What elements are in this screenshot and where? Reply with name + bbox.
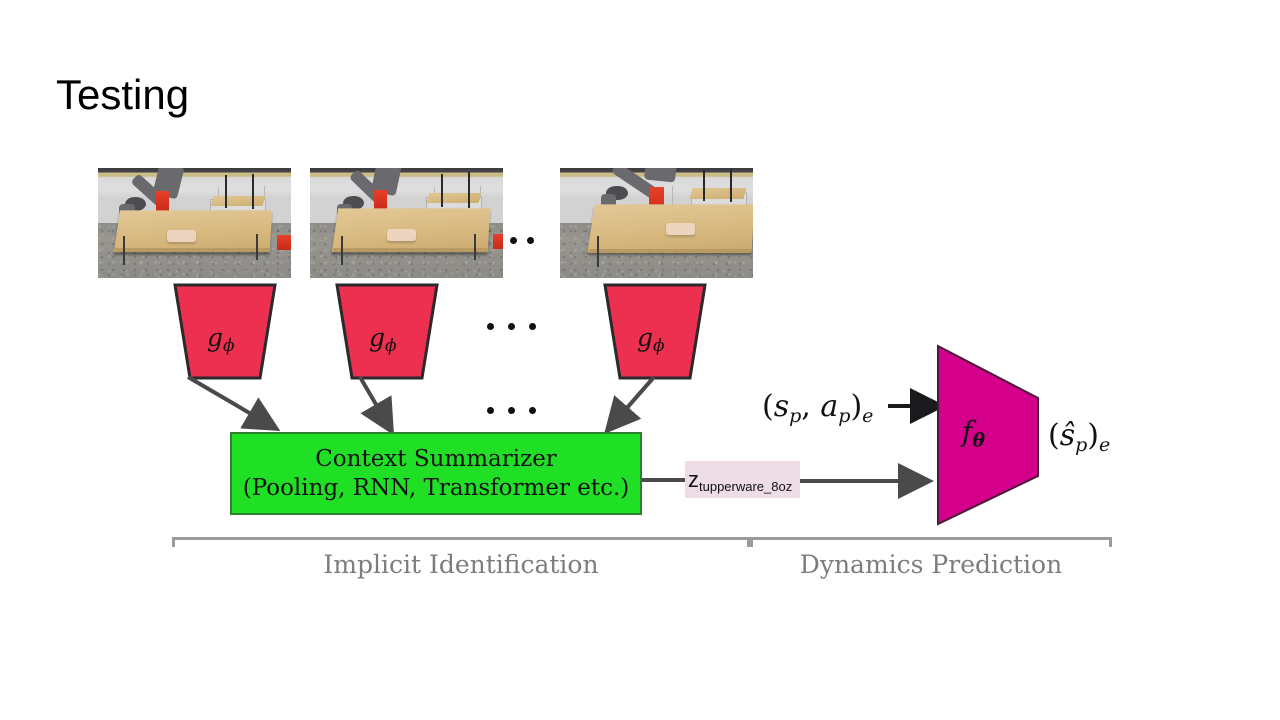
bin-lid [210, 196, 265, 206]
input-comma: , [801, 389, 820, 424]
robot-lab-scene [310, 168, 503, 278]
table-edge [589, 249, 752, 253]
red-object-right [493, 234, 503, 249]
photo-ellipsis-dot [510, 237, 517, 244]
observation-frame-1 [98, 168, 291, 278]
arrow-encoder2-to-summarizer [358, 375, 418, 437]
arrow-encoder3-to-summarizer [600, 375, 670, 437]
encoder-subscript: ϕ [385, 336, 397, 356]
table-leg [123, 236, 125, 265]
observation-frame-3 [560, 168, 753, 278]
arrow-encoder1-to-summarizer [186, 375, 296, 437]
input-state-subscript: p [789, 405, 801, 427]
vertical-rod [703, 170, 705, 201]
connector-summarizer-to-latent [642, 477, 688, 483]
encoder-subscript: ϕ [653, 336, 665, 356]
encoder-subscript: ϕ [223, 336, 235, 356]
encoder-ellipsis-dot [529, 323, 536, 330]
dynamics-output-label: (ŝp)e [1048, 421, 1110, 455]
table-leg [597, 236, 599, 267]
summarizer-line-2: (Pooling, RNN, Transformer etc.) [243, 474, 630, 502]
vertical-rod [441, 174, 443, 207]
encoder-symbol: g [207, 323, 223, 352]
table-leg [256, 234, 258, 260]
output-close-paren: ) [1087, 418, 1099, 453]
vertical-rod [252, 174, 254, 209]
encoder-ellipsis-dot [508, 323, 515, 330]
encoder-ellipsis-dot [487, 323, 494, 330]
vertical-rod [225, 175, 227, 208]
input-state-symbol: s [774, 389, 789, 424]
bracket-label-implicit-identification: Implicit Identification [172, 552, 750, 577]
photo-ellipsis-dot [527, 237, 534, 244]
dynamics-symbol: f [962, 415, 972, 448]
bin-lid [690, 188, 747, 199]
tupperware-container [666, 223, 695, 235]
input-action-subscript: p [838, 405, 850, 427]
table-edge [333, 248, 488, 252]
output-state-hat-symbol: ŝ [1060, 418, 1075, 453]
latent-code-chip: ztupperware_8oz [685, 461, 800, 498]
tupperware-container [167, 230, 196, 242]
vertical-rod [468, 172, 470, 207]
red-object [156, 191, 170, 212]
dynamics-input-label: (sp, ap)e [762, 392, 873, 426]
dynamics-model-trapezoid [930, 342, 1050, 527]
page-title: Testing [56, 74, 189, 116]
output-env-subscript: e [1099, 434, 1110, 456]
red-object-right [277, 235, 291, 250]
latent-symbol: z [688, 469, 699, 491]
table-edge [115, 248, 270, 252]
summarizer-line-1: Context Summarizer [315, 445, 557, 473]
arrow-latent-to-dynamics [800, 477, 934, 485]
encoder-ellipsis-dot-lower [487, 407, 494, 414]
input-open-paren: ( [762, 389, 774, 424]
bracket-label-dynamics-prediction: Dynamics Prediction [750, 552, 1112, 577]
encoder-ellipsis-dot-lower [529, 407, 536, 414]
encoder-ellipsis-dot-lower [508, 407, 515, 414]
table-leg [474, 234, 476, 260]
encoder-label-3: gϕ [637, 325, 665, 355]
output-open-paren: ( [1048, 418, 1060, 453]
encoder-label-2: gϕ [369, 325, 397, 355]
robot-lab-scene [560, 168, 753, 278]
encoder-symbol: g [637, 323, 653, 352]
vertical-rod [730, 169, 732, 202]
dynamics-model-label: fθ [962, 418, 985, 451]
dynamics-subscript: θ [972, 430, 985, 452]
input-env-subscript: e [862, 405, 873, 427]
output-state-subscript: p [1075, 434, 1087, 456]
input-close-paren: ) [850, 389, 862, 424]
context-summarizer-box: Context Summarizer (Pooling, RNN, Transf… [230, 432, 642, 515]
tupperware-container [387, 229, 416, 241]
dynamics-shape [930, 342, 1050, 527]
observation-frame-2 [310, 168, 503, 278]
bracket-implicit-identification [172, 537, 750, 547]
bin-lid [426, 193, 481, 203]
table-leg [341, 236, 343, 265]
bracket-dynamics-prediction [750, 537, 1112, 547]
input-action-symbol: a [820, 389, 838, 424]
encoder-symbol: g [369, 323, 385, 352]
latent-subscript: tupperware_8oz [699, 480, 792, 493]
encoder-label-1: gϕ [207, 325, 235, 355]
robot-lab-scene [98, 168, 291, 278]
